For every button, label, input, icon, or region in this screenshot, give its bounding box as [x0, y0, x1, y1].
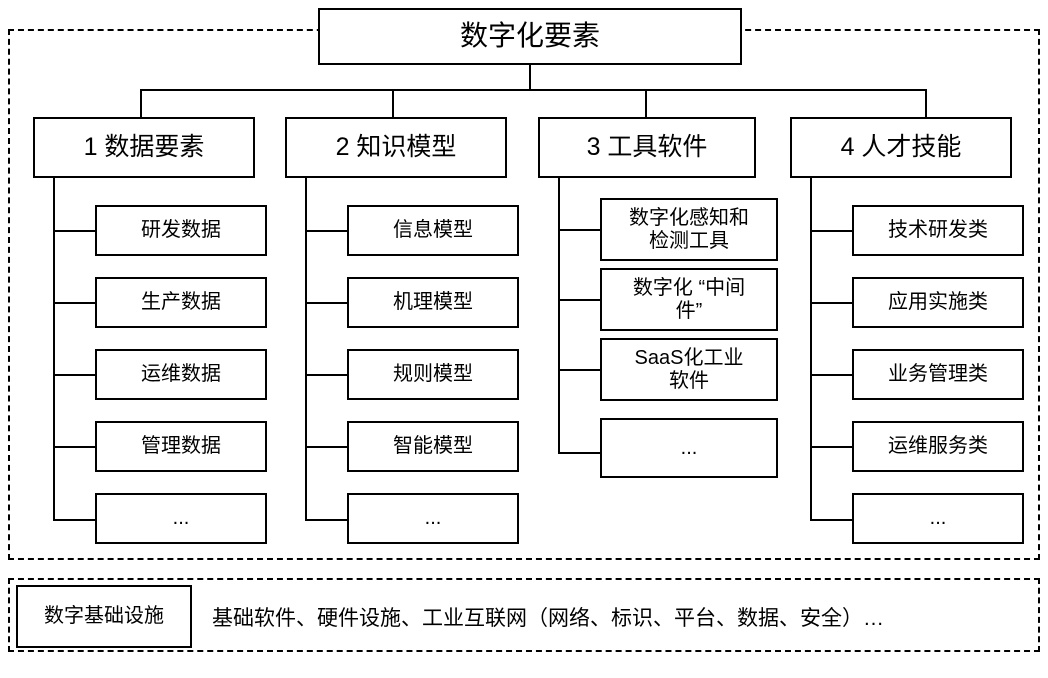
category-4-branch-1	[810, 230, 852, 232]
category-2-drop-connector	[392, 89, 394, 118]
category-2-branch-1	[305, 230, 347, 232]
infrastructure-dashed-panel	[8, 578, 1040, 652]
leaf-node: 数字化感知和 检测工具	[600, 198, 778, 261]
leaf-node: 规则模型	[347, 349, 519, 400]
category-2-branch-5	[305, 519, 347, 521]
category-1-branch-4	[53, 446, 95, 448]
leaf-node-ellipsis: ...	[95, 493, 267, 544]
leaf-node: 机理模型	[347, 277, 519, 328]
leaf-node: 管理数据	[95, 421, 267, 472]
leaf-node: 技术研发类	[852, 205, 1024, 256]
root-drop-connector	[529, 63, 531, 91]
category-1-drop-connector	[140, 89, 142, 118]
category-header-3: 3 工具软件	[538, 117, 756, 178]
category-3-branch-3	[558, 369, 600, 371]
category-4-spine	[810, 178, 812, 521]
category-4-branch-4	[810, 446, 852, 448]
infrastructure-description: 基础软件、硬件设施、工业互联网（网络、标识、平台、数据、安全）…	[212, 606, 884, 630]
category-1-branch-2	[53, 302, 95, 304]
leaf-node-ellipsis: ...	[852, 493, 1024, 544]
leaf-node: 应用实施类	[852, 277, 1024, 328]
category-3-branch-4	[558, 452, 600, 454]
leaf-node: 运维数据	[95, 349, 267, 400]
category-2-spine	[305, 178, 307, 521]
category-3-branch-2	[558, 299, 600, 301]
category-header-2: 2 知识模型	[285, 117, 507, 178]
category-1-branch-5	[53, 519, 95, 521]
category-2-branch-2	[305, 302, 347, 304]
leaf-node: 业务管理类	[852, 349, 1024, 400]
category-2-branch-4	[305, 446, 347, 448]
leaf-node: SaaS化工业 软件	[600, 338, 778, 401]
category-4-branch-3	[810, 374, 852, 376]
category-header-1: 1 数据要素	[33, 117, 255, 178]
category-3-spine	[558, 178, 560, 454]
leaf-node: 研发数据	[95, 205, 267, 256]
root-node-digital-elements: 数字化要素	[318, 8, 742, 65]
category-1-spine	[53, 178, 55, 521]
category-bus-connector	[141, 89, 927, 91]
category-3-drop-connector	[645, 89, 647, 118]
leaf-node: 生产数据	[95, 277, 267, 328]
category-header-4: 4 人才技能	[790, 117, 1012, 178]
category-1-branch-3	[53, 374, 95, 376]
leaf-node: 运维服务类	[852, 421, 1024, 472]
category-4-branch-2	[810, 302, 852, 304]
infrastructure-label-box: 数字基础设施	[16, 585, 192, 648]
category-4-drop-connector	[925, 89, 927, 118]
category-1-branch-1	[53, 230, 95, 232]
leaf-node: 数字化 “中间 件”	[600, 268, 778, 331]
leaf-node-ellipsis: ...	[347, 493, 519, 544]
leaf-node-ellipsis: ...	[600, 418, 778, 478]
category-3-branch-1	[558, 229, 600, 231]
category-2-branch-3	[305, 374, 347, 376]
leaf-node: 信息模型	[347, 205, 519, 256]
category-4-branch-5	[810, 519, 852, 521]
leaf-node: 智能模型	[347, 421, 519, 472]
